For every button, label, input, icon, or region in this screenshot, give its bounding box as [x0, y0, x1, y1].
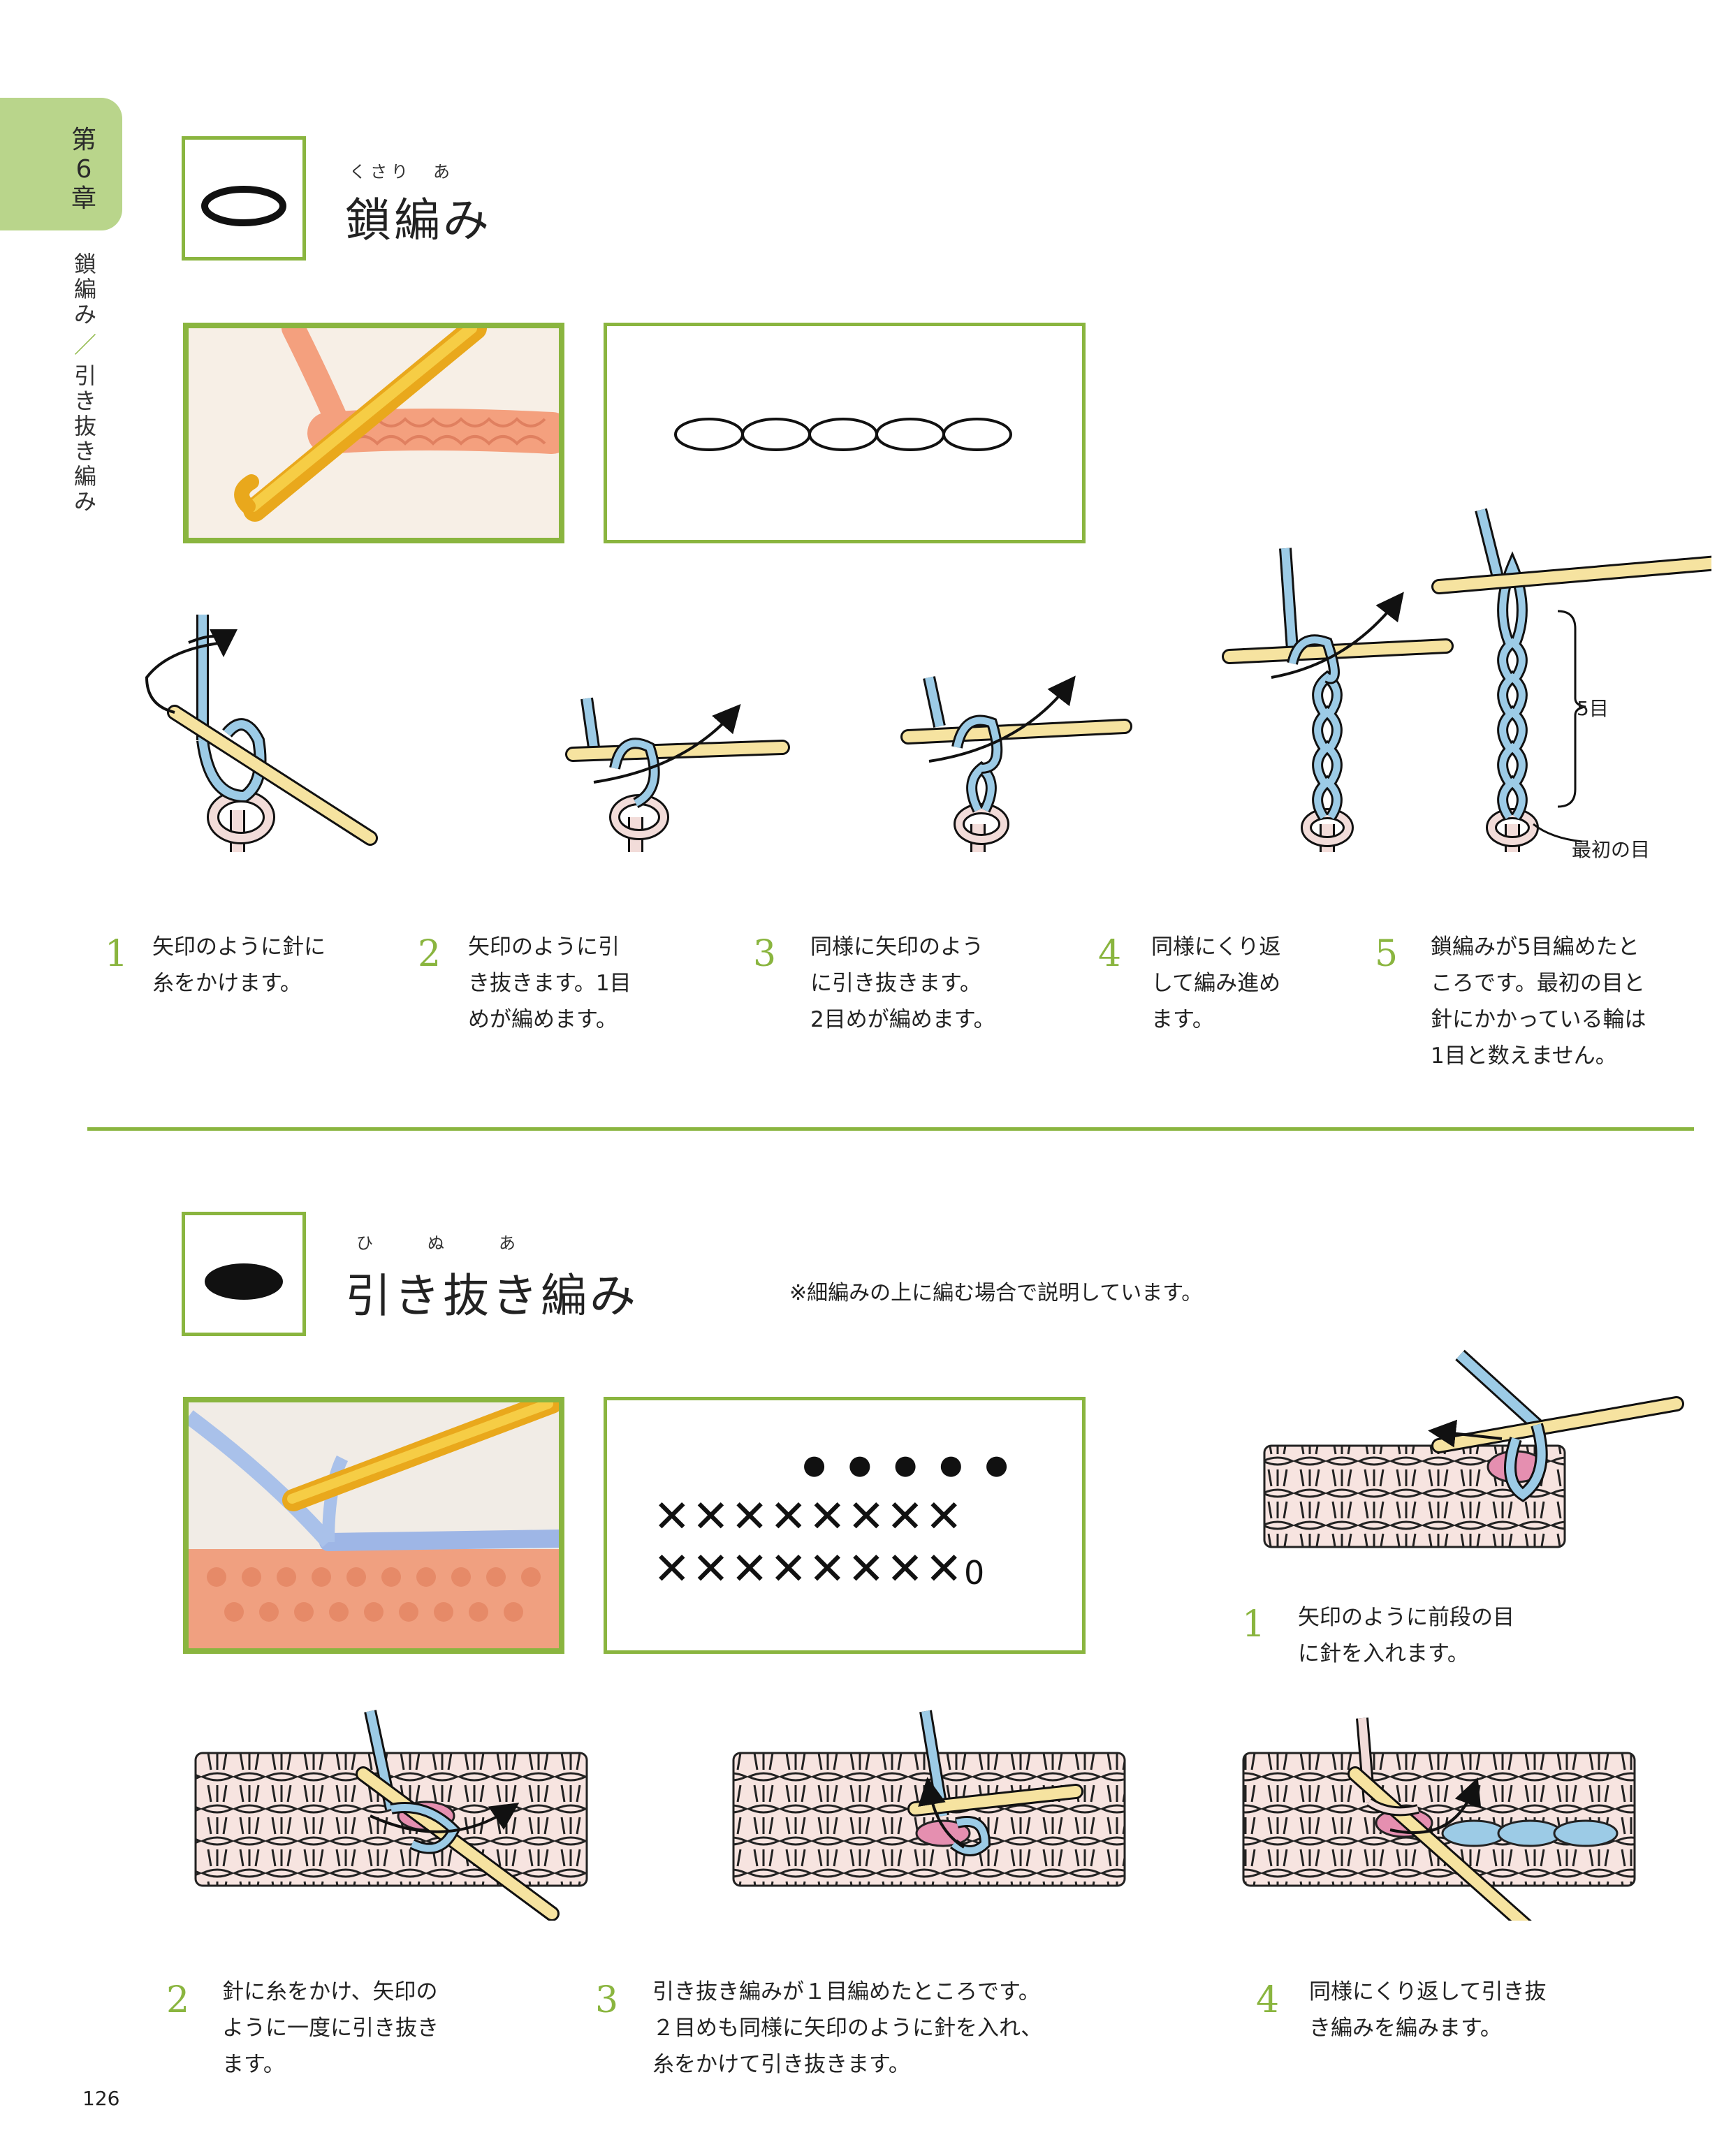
chain-step4-figure: [1222, 548, 1454, 852]
slip-steps-illustrations: [194, 1349, 1684, 1921]
slip-chart: ● ● ● ● ● ✕✕✕✕✕✕✕✕ ✕✕✕✕✕✕✕✕0: [604, 1397, 1086, 1654]
chain-step1-text: 矢印のように針に 糸をかけます。: [152, 934, 326, 996]
chain-chart-symbols: [674, 418, 1012, 451]
page-number: 126: [82, 2087, 120, 2110]
chain-step5-number: 5: [1375, 933, 1398, 975]
chain-step3-number: 3: [753, 933, 777, 975]
chain-step2-number: 2: [418, 933, 441, 975]
slip-chart-row-top: ✕✕✕✕✕✕✕✕: [653, 1491, 964, 1543]
chain-photo: [183, 323, 564, 543]
chain-chart: [604, 323, 1086, 543]
section-divider: [87, 1127, 1694, 1131]
slip-step2-text: 針に糸をかけ、矢印の ように一度に引き抜き ます。: [222, 1979, 439, 2077]
section1-title: 鎖編み: [345, 193, 492, 247]
chain-step2-figure: [565, 697, 790, 852]
count-annotation: 5目: [1577, 697, 1609, 720]
side-nav-item-slip: 引き抜き編み: [73, 362, 96, 515]
slip-photo: [183, 1397, 564, 1654]
section1-ruby: くさり あ: [349, 162, 454, 182]
slip-step3-figure: [732, 1710, 1126, 1887]
slip-photo-illustration: [189, 1402, 559, 1648]
slip-step3-number: 3: [595, 1979, 619, 2021]
chain-photo-illustration: [189, 328, 559, 538]
section2-ruby: ひ ぬ あ: [356, 1233, 523, 1253]
slip-step1-text: 矢印のように前段の目 に針を入れます。: [1298, 1605, 1514, 1666]
chain-step2-text: 矢印のように引 き抜きます。1目 めが編めます。: [468, 934, 631, 1032]
chain-symbol-box: [182, 136, 306, 261]
slip-step2-figure: [194, 1710, 588, 1921]
section2-title: 引き抜き編み: [345, 1269, 638, 1323]
side-nav-item-chain: 鎖編み: [73, 251, 96, 328]
first-stitch-annotation: 最初の目: [1572, 838, 1651, 861]
chain-step5-text: 鎖編みが5目編めたと ころです。最初の目と 針にかかっている輪は 1目と数えませ…: [1431, 934, 1646, 1069]
chain-step4-number: 4: [1098, 933, 1122, 975]
chain-step1-number: 1: [105, 933, 129, 975]
slip-symbol-box: [182, 1212, 306, 1336]
slip-step4-text: 同様にくり返して引き抜 き編みを編みます。: [1309, 1979, 1547, 2041]
side-nav-separator: ／: [73, 332, 96, 358]
slip-step1-figure: [1263, 1349, 1684, 1548]
chain-step3-text: 同様に矢印のよう に引き抜きます。 2目めが編めます。: [810, 934, 995, 1032]
slip-chart-row-bottom: ✕✕✕✕✕✕✕✕0: [653, 1543, 986, 1595]
side-nav: 鎖編み ／ 引き抜き編み: [71, 251, 99, 514]
chain-step3-figure: [900, 675, 1132, 852]
chain-step5-figure: [1431, 508, 1711, 852]
slip-chart-dots: ● ● ● ● ●: [803, 1449, 1016, 1480]
chain-symbol-icon: [201, 186, 286, 226]
section2-note: ※細編みの上に編む場合で説明しています。: [789, 1281, 1203, 1305]
chain-steps-illustrations: [145, 508, 1711, 852]
slip-step3-text: 引き抜き編みが１目編めたところです。 ２目めも同様に矢印のように針を入れ、 糸を…: [652, 1979, 1043, 2077]
chain-step4-text: 同様にくり返 して編み進め ます。: [1151, 934, 1281, 1032]
slip-step2-number: 2: [166, 1979, 190, 2021]
slip-symbol-icon: [205, 1263, 283, 1300]
slip-step4-figure: [1242, 1717, 1636, 1921]
slip-step4-number: 4: [1256, 1979, 1280, 2021]
chain-step1-figure: [145, 615, 378, 852]
slip-step1-number: 1: [1242, 1604, 1266, 1645]
